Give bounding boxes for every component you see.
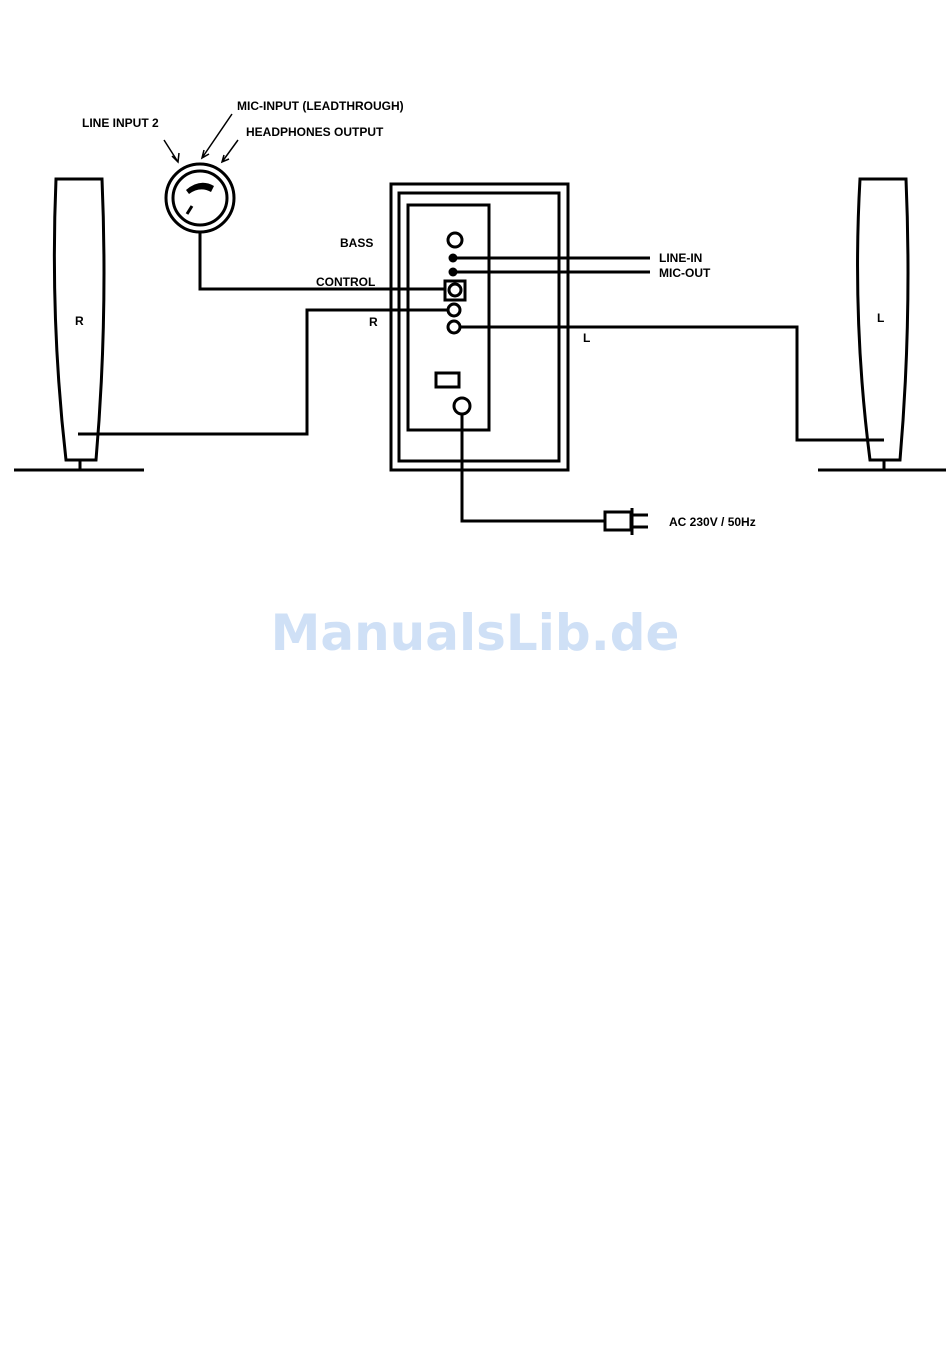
speaker-left: L — [818, 179, 946, 470]
label-mic-input: MIC-INPUT (LEADTHROUGH) — [237, 99, 404, 113]
label-line-input-2: LINE INPUT 2 — [82, 116, 159, 130]
speaker-l-jack — [448, 321, 460, 333]
speaker-right: R — [14, 179, 144, 470]
label-line-in: LINE-IN — [659, 251, 702, 265]
label-r: R — [369, 315, 378, 329]
label-l: L — [583, 331, 590, 345]
label-control: CONTROL — [316, 275, 375, 289]
label-bass: BASS — [340, 236, 373, 250]
cables — [78, 232, 884, 521]
bass-knob — [448, 233, 462, 247]
power-plug — [605, 508, 648, 535]
knob-indicator — [186, 183, 214, 194]
pointer-arrows — [164, 114, 238, 162]
control-pod — [166, 164, 234, 232]
power-switch — [436, 373, 459, 387]
label-ac-power: AC 230V / 50Hz — [669, 515, 756, 529]
watermark-logo: ManualsLib.de — [271, 604, 680, 662]
label-mic-out: MIC-OUT — [659, 266, 711, 280]
speaker-r-jack — [448, 304, 460, 316]
label-headphones-output: HEADPHONES OUTPUT — [246, 125, 384, 139]
speaker-left-label: L — [877, 311, 884, 325]
power-socket — [454, 398, 470, 414]
speaker-right-label: R — [75, 314, 84, 328]
